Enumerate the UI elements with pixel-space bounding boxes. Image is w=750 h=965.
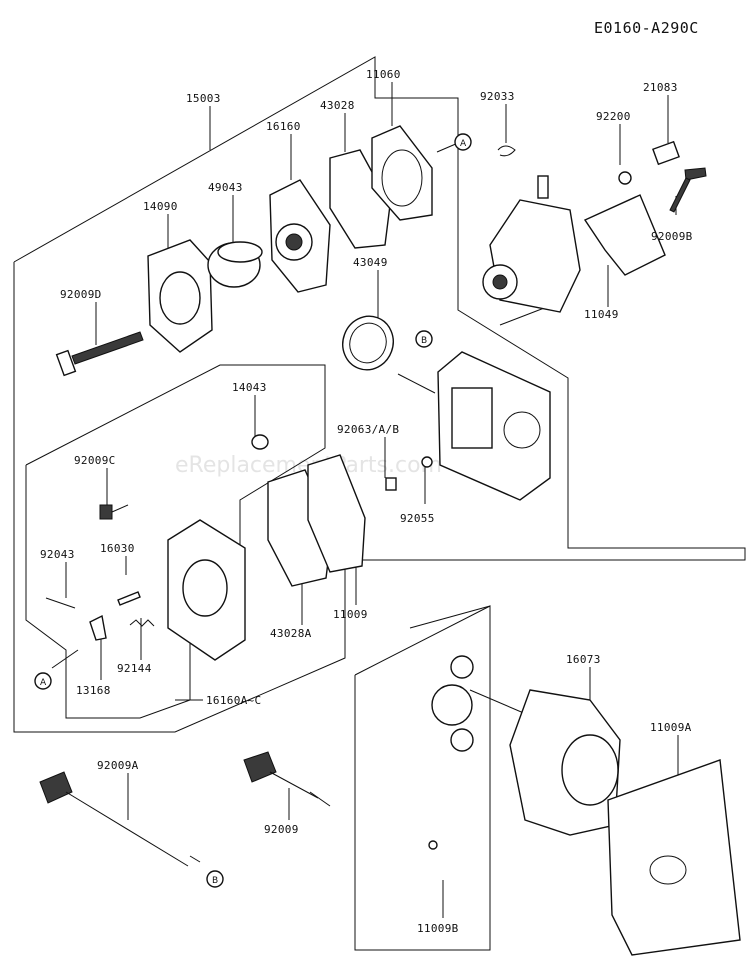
label-21083: 21083 xyxy=(643,81,678,94)
svg-text:B: B xyxy=(421,336,427,346)
ref-marker-a-bottom: A xyxy=(34,672,52,690)
pin-92043 xyxy=(45,597,76,609)
label-14090: 14090 xyxy=(143,200,178,213)
washer-92200 xyxy=(618,171,632,185)
label-43028a: 43028A xyxy=(270,627,312,640)
bolt-92009 xyxy=(243,751,319,799)
svg-text:A: A xyxy=(460,139,467,149)
label-13168: 13168 xyxy=(76,684,111,697)
gasket-11009 xyxy=(307,454,366,573)
gasket-11009a xyxy=(607,759,741,956)
label-43028: 43028 xyxy=(320,99,355,112)
assembly-frame-15003 xyxy=(13,56,746,733)
svg-text:A: A xyxy=(40,678,47,688)
ref-marker-a-top: A xyxy=(454,133,472,151)
primer-bulb-49043 xyxy=(207,241,263,288)
label-11060: 11060 xyxy=(366,68,401,81)
diaphragm-43028 xyxy=(329,149,391,249)
label-92055: 92055 xyxy=(400,512,435,525)
jet-92063 xyxy=(385,477,397,491)
label-11049: 11049 xyxy=(584,308,619,321)
label-92009: 92009 xyxy=(264,823,299,836)
label-92043: 92043 xyxy=(40,548,75,561)
insulator-16073 xyxy=(509,689,621,836)
reference-markers: A B A B xyxy=(34,133,472,888)
label-49043: 49043 xyxy=(208,181,243,194)
lever-13168 xyxy=(89,614,107,641)
label-92063ab: 92063/A/B xyxy=(337,423,399,436)
label-16160: 16160 xyxy=(266,120,301,133)
label-92009b: 92009B xyxy=(651,230,693,243)
ref-marker-b-bottom: B xyxy=(206,870,224,888)
bolt-92009a xyxy=(39,771,189,867)
label-11009b: 11009B xyxy=(417,922,459,935)
label-43049: 43049 xyxy=(353,256,388,269)
gasket-plate-frame xyxy=(354,605,491,951)
label-92009a: 92009A xyxy=(97,759,139,772)
oring-92055 xyxy=(421,456,433,468)
lever-bracket-11049 xyxy=(583,194,666,276)
clip-92033 xyxy=(497,145,516,157)
label-11009: 11009 xyxy=(333,608,368,621)
fitting-21083 xyxy=(652,140,680,166)
label-92009c: 92009C xyxy=(74,454,116,467)
svg-text:B: B xyxy=(212,876,218,886)
label-15003: 15003 xyxy=(186,92,221,105)
carburetor-body xyxy=(437,351,551,501)
gasket-11060 xyxy=(371,125,433,221)
cap-14043 xyxy=(251,434,269,450)
pump-cover-16160 xyxy=(269,179,331,293)
ref-marker-b-top: B xyxy=(415,330,433,348)
label-92033: 92033 xyxy=(480,90,515,103)
part-labels: 15003 11060 43028 16160 49043 14090 9200… xyxy=(40,68,693,935)
screw-92009c xyxy=(99,504,129,520)
label-14043: 14043 xyxy=(232,381,267,394)
needle-16030 xyxy=(117,591,141,606)
label-16030: 16030 xyxy=(100,542,135,555)
label-16073: 16073 xyxy=(566,653,601,666)
screw-92009d xyxy=(55,331,144,377)
diagram-code: E0160-A290C xyxy=(594,19,699,37)
spring-92144 xyxy=(129,619,155,627)
label-92144: 92144 xyxy=(117,662,152,675)
label-92200: 92200 xyxy=(596,110,631,123)
label-11009a: 11009A xyxy=(650,721,692,734)
metering-body xyxy=(167,519,246,661)
screw-92009b xyxy=(669,167,707,213)
plate-14090 xyxy=(147,239,213,353)
throttle-assembly xyxy=(482,175,581,313)
plate-bosses xyxy=(428,655,474,850)
label-16160a-c: 16160A~C xyxy=(206,694,261,707)
oring-43049 xyxy=(342,315,394,371)
label-92009d: 92009D xyxy=(60,288,102,301)
